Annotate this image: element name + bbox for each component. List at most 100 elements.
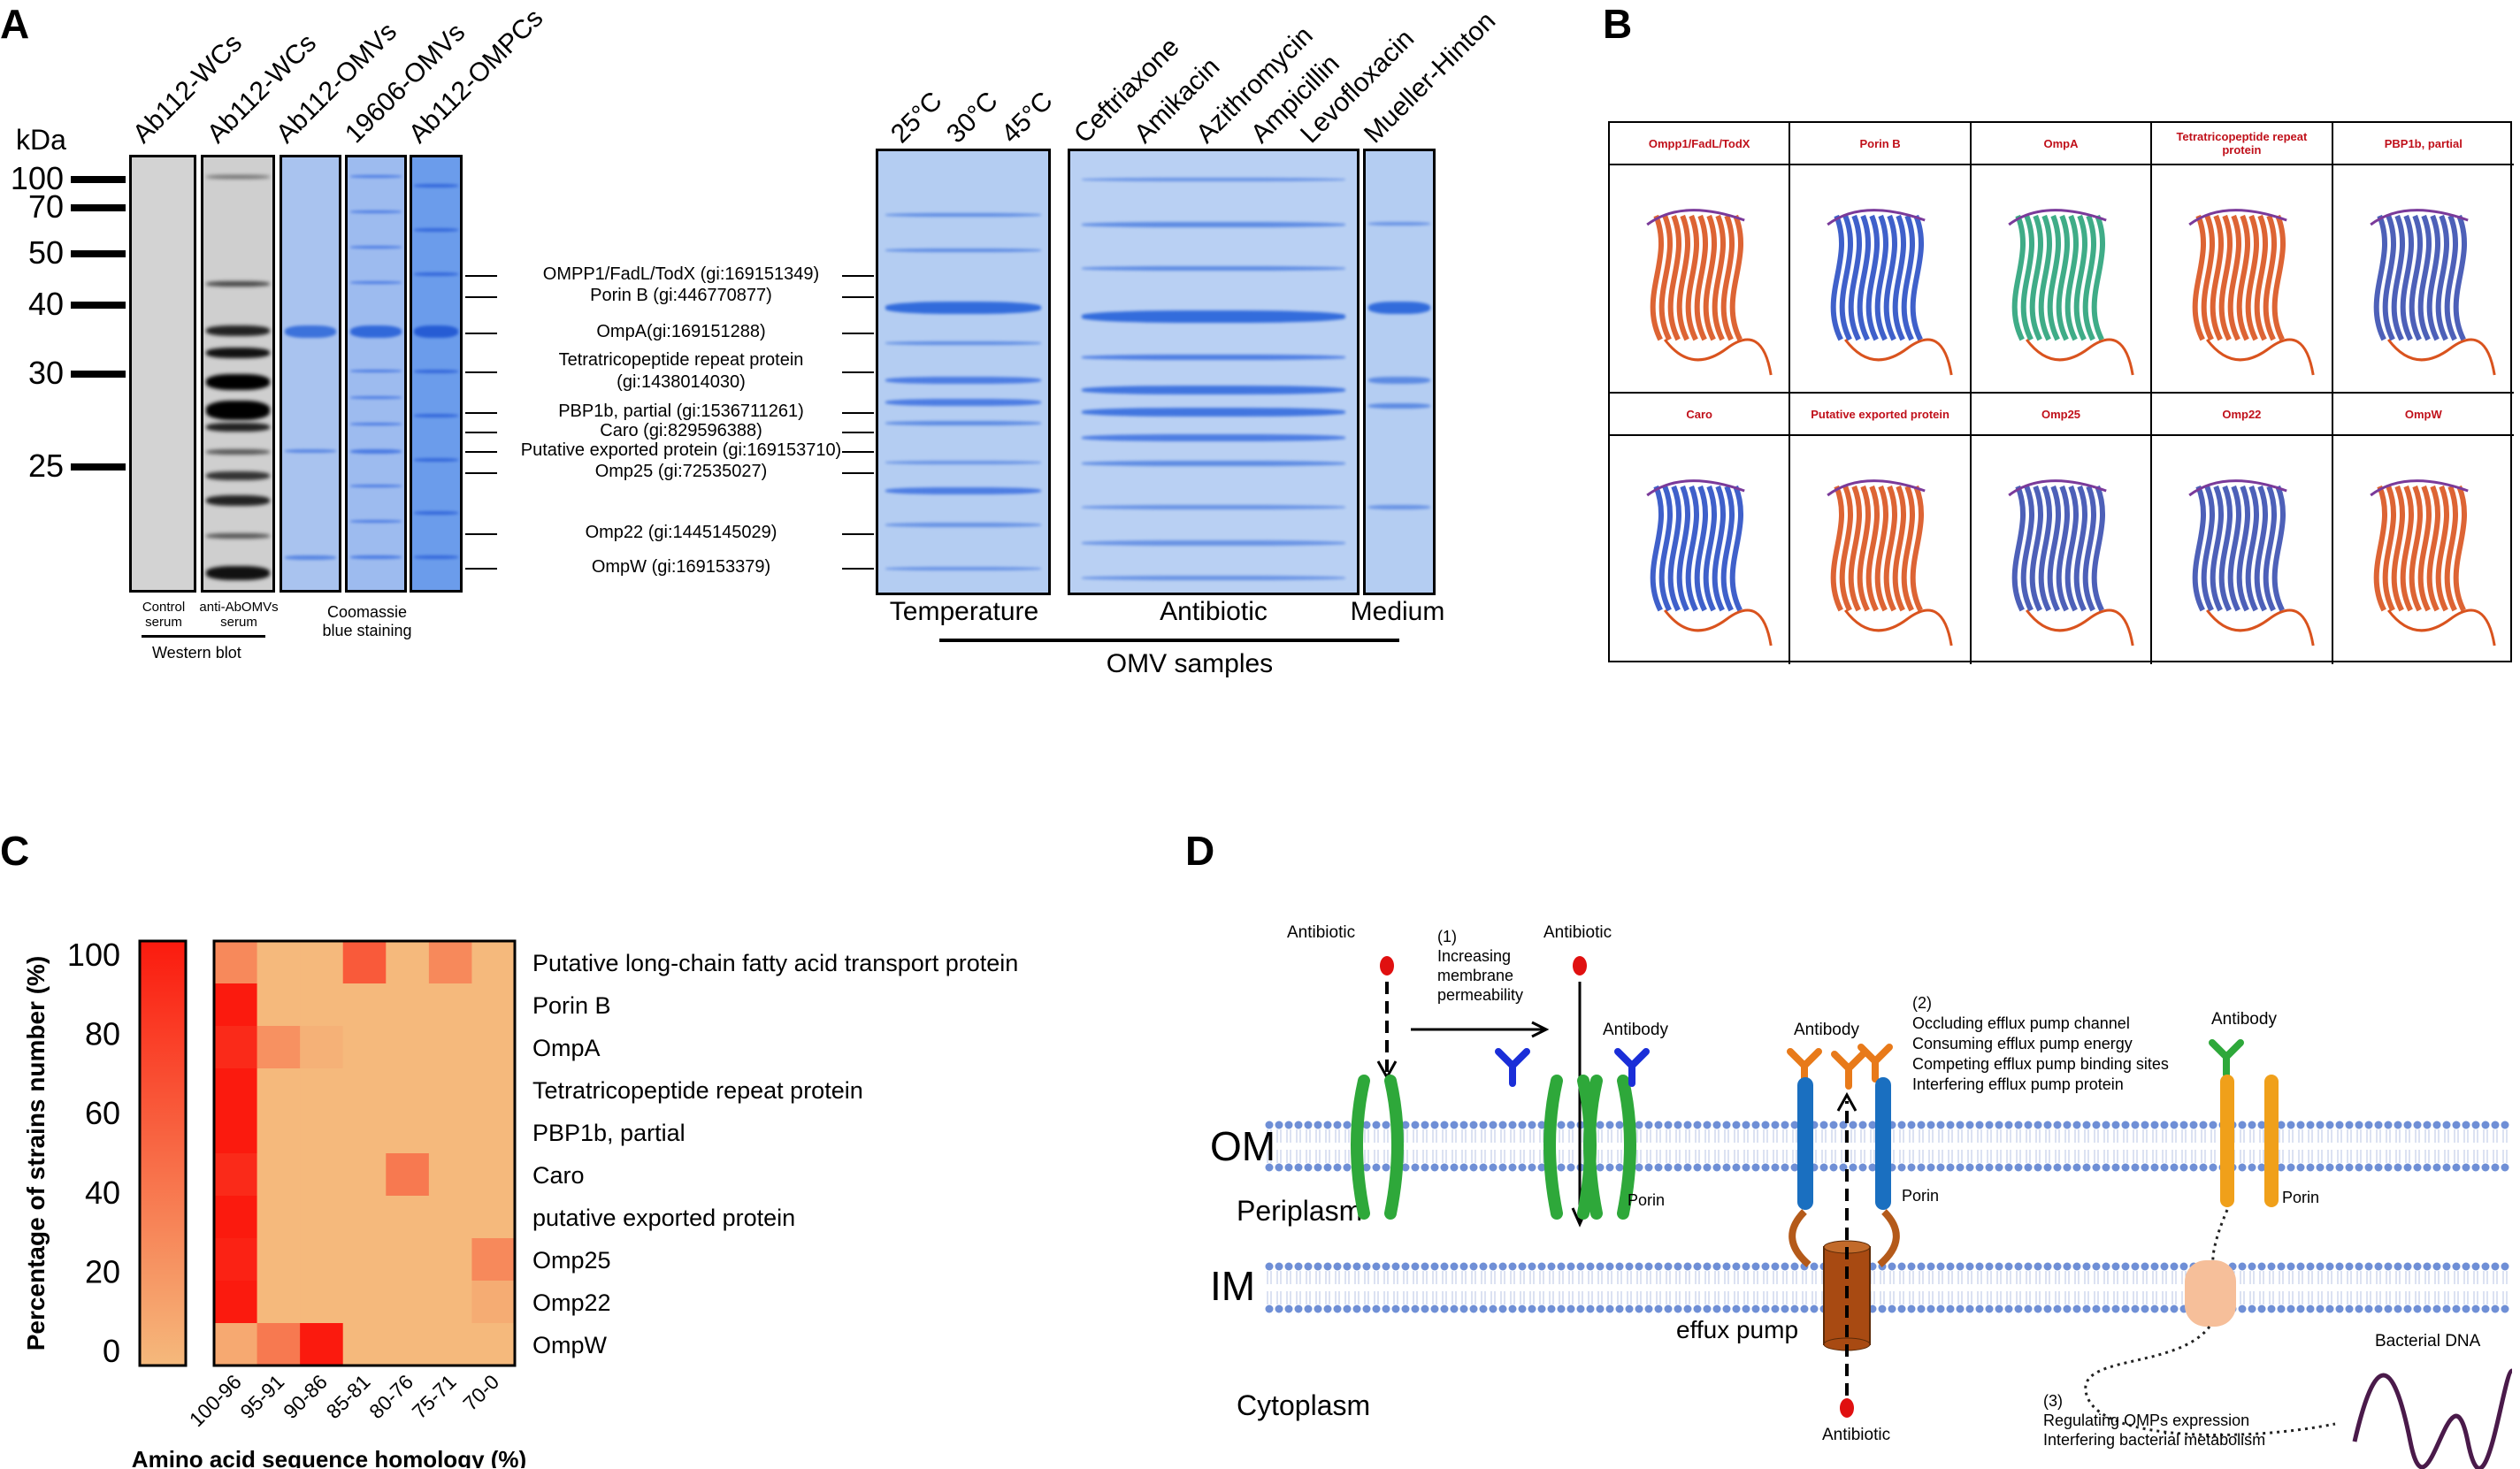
heatmap-col-label: 70-0 (458, 1370, 503, 1415)
protein-structure-icon (1646, 479, 1773, 647)
omp-icon (2220, 1075, 2234, 1207)
heatmap-cell (214, 983, 258, 1027)
blot-band (206, 495, 270, 506)
heatmap-cell (428, 1068, 472, 1112)
control-serum-blot (129, 155, 196, 593)
gel-band (414, 555, 458, 559)
protein-label: Putative exported protein (gi:169153710) (520, 440, 842, 460)
structure-cell: Omp22 (2152, 394, 2333, 664)
mw-tick (71, 250, 126, 257)
protein-tick-right (842, 568, 874, 570)
protein-tick-right (842, 451, 874, 453)
antibody-icon (1495, 1048, 1530, 1087)
gel-band (1368, 377, 1430, 384)
heatmap-cell (300, 983, 344, 1027)
gel-band (1368, 505, 1430, 509)
antibiotic-label: Antibiotic (1287, 923, 1355, 942)
panel-d-letter: D (1185, 828, 1215, 874)
mw-marker-50: 50 (27, 234, 64, 271)
protein-label: (gi:1438014030) (617, 372, 746, 392)
protein-label: Tetratricopeptide repeat protein (558, 350, 804, 370)
antibody-icon (1857, 1044, 1893, 1083)
gel-band (1368, 222, 1430, 226)
gel-band (1081, 355, 1346, 360)
gel-band (885, 213, 1042, 217)
heatmap-col-label: 90-86 (279, 1370, 332, 1423)
antibiotic-molecule (1840, 1398, 1854, 1418)
blot-band (206, 533, 270, 539)
colorbar-tick: 60 (85, 1095, 120, 1131)
heatmap-cell (428, 1281, 472, 1324)
mechanism-3-text: (3) (2043, 1392, 2063, 1410)
gel-band (349, 210, 402, 213)
gel-band (1081, 222, 1346, 227)
efflux-channel (1875, 1077, 1891, 1210)
gel-band (284, 555, 337, 560)
panel-a-letter: A (0, 1, 30, 47)
gel-band (349, 555, 402, 559)
protein-tick-left (465, 371, 497, 373)
heatmap-cell (300, 1196, 344, 1239)
protein-structure-icon (2369, 209, 2496, 376)
omv-samples-label: OMV samples (1106, 649, 1274, 678)
western-blot-label: Western blot (152, 644, 241, 662)
heatmap-cell (471, 1323, 516, 1366)
heatmap-cell (257, 1111, 301, 1154)
heatmap-cell (471, 1026, 516, 1069)
gel-band (885, 341, 1042, 345)
heatmap-cell (471, 1281, 516, 1324)
regulator-icon (2185, 1260, 2236, 1327)
dna-icon (2352, 1368, 2515, 1469)
mw-tick (71, 463, 126, 471)
structure-header: PBP1b, partial (2332, 123, 2514, 165)
mechanism-2-text: Interfering efflux pump protein (1912, 1075, 2124, 1093)
gel-band (349, 370, 402, 372)
heatmap-cell (214, 1323, 258, 1366)
mw-marker-40: 40 (27, 286, 64, 322)
structure-cell: OmpW (2332, 394, 2514, 664)
blot-band (206, 374, 270, 390)
gel-band (414, 414, 458, 417)
gel-band (349, 325, 402, 338)
periplasm-label: Periplasm (1237, 1195, 1362, 1227)
antibiotic-molecule (1573, 956, 1587, 976)
heatmap-cell (214, 1026, 258, 1069)
effux-pump-label: effux pump (1676, 1316, 1798, 1343)
protein-structure-icon (2008, 479, 2134, 647)
heatmap-cell (428, 983, 472, 1027)
heatmap-cell (471, 1238, 516, 1282)
heatmap-cell (428, 1026, 472, 1069)
heatmap-cell (386, 1111, 430, 1154)
medium-gel (1363, 149, 1436, 595)
gel-band (1081, 408, 1346, 417)
heatmap-cell (428, 1323, 472, 1366)
mw-tick (71, 176, 126, 183)
mechanism-1-text: permeability (1437, 986, 1523, 1004)
gel-band (414, 458, 458, 462)
gel-band (1081, 266, 1346, 271)
heatmap-cell (428, 1238, 472, 1282)
mechanism-2-text: (2) (1912, 994, 1932, 1012)
heatmap-cell (214, 1196, 258, 1239)
structure-cell: PBP1b, partial (2332, 123, 2514, 394)
gel-band (414, 228, 458, 232)
heatmap-cell (257, 1026, 301, 1069)
heatmap-col-label: 75-71 (408, 1370, 461, 1423)
heatmap-cell (428, 1111, 472, 1154)
heatmap-cell (214, 1281, 258, 1324)
heatmap-cell (428, 1196, 472, 1239)
gel-band (349, 520, 402, 523)
gel-band (1081, 461, 1346, 466)
heatmap-cell (300, 1238, 344, 1282)
gel-band (885, 567, 1042, 570)
structure-header: Porin B (1790, 123, 1970, 165)
porin-label: Porin (2282, 1189, 2319, 1206)
heatmap-col-label: 100-96 (185, 1370, 246, 1431)
heatmap-cell (342, 983, 387, 1027)
omp-icon (2264, 1075, 2279, 1207)
dna-label: Bacterial DNA (2375, 1332, 2481, 1350)
heatmap-cell (257, 1068, 301, 1112)
heatmap-cell (257, 1323, 301, 1366)
